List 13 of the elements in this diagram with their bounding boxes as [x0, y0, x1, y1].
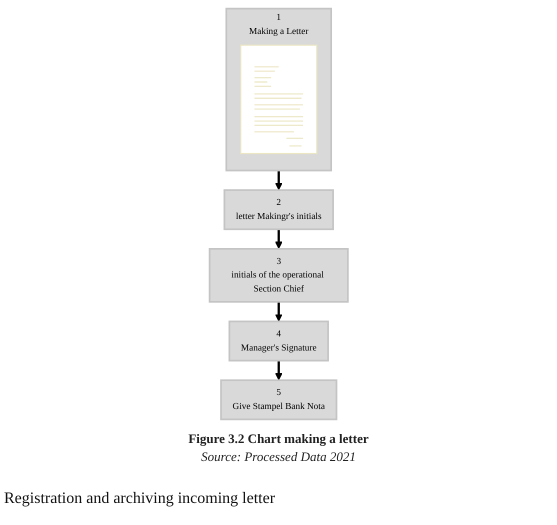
node-box: 3 initials of the operational Section Chief — [208, 248, 348, 303]
source-note: Source: Processed Data 2021 — [201, 449, 356, 465]
node-picture — [240, 44, 318, 154]
arrow — [274, 170, 282, 190]
node-box: 4 Manager's Signature — [228, 320, 329, 362]
arrow — [274, 302, 282, 322]
cluster: 1 Making a Letter — [225, 8, 332, 172]
body-text: Registration and archiving incoming letter — [4, 490, 276, 508]
node-box: 2 letter Makingr's initials — [223, 189, 334, 230]
arrow — [274, 360, 282, 380]
arrow — [274, 229, 282, 249]
figure-caption: Figure 3.2 Chart making a letter — [188, 431, 369, 447]
node-box: 5 Give Stampel Bank Nota — [220, 379, 338, 420]
